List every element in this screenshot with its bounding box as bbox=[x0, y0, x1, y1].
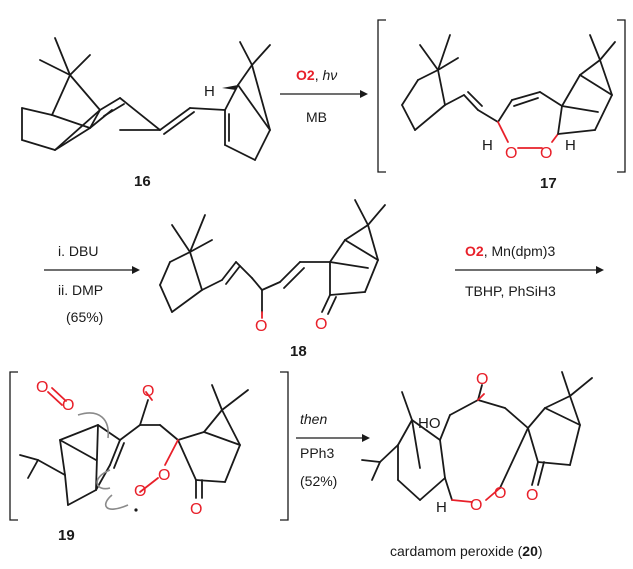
atom-H: H bbox=[482, 137, 493, 154]
arrowhead-3 bbox=[596, 266, 604, 274]
atom-H: H bbox=[436, 499, 447, 516]
sensitizer-label: MB bbox=[306, 109, 327, 125]
step4-then: then bbox=[300, 411, 327, 427]
atom-O: O bbox=[142, 383, 154, 400]
radical-dot bbox=[134, 508, 138, 512]
step2-line1: i. DBU bbox=[58, 243, 98, 259]
atom-O: O bbox=[158, 467, 170, 484]
compound-20-label: cardamom peroxide (20) bbox=[390, 543, 543, 559]
atom-O: O bbox=[315, 316, 327, 333]
compound-number-18: 18 bbox=[290, 343, 307, 360]
atom-O: O bbox=[470, 497, 482, 514]
arrowhead-1 bbox=[360, 90, 368, 98]
arrowhead-4 bbox=[362, 434, 370, 442]
compound-number-17: 17 bbox=[540, 175, 557, 192]
atom-O: O bbox=[190, 501, 202, 518]
compound-17-structure bbox=[401, 34, 616, 149]
step3-line1: O2, Mn(dpm)3 bbox=[465, 243, 555, 259]
atom-O: O bbox=[62, 397, 74, 414]
curly-arrow-2 bbox=[96, 469, 111, 490]
compound-20-structure bbox=[361, 371, 593, 503]
compound-number-19: 19 bbox=[58, 527, 75, 544]
curly-arrow-1 bbox=[77, 412, 109, 439]
bracket-right-19 bbox=[280, 371, 289, 521]
atom-O: O bbox=[36, 379, 48, 396]
bracket-right-17 bbox=[617, 19, 626, 173]
atom-O: O bbox=[476, 371, 488, 388]
bracket-left-19 bbox=[9, 371, 18, 521]
atom-O: O bbox=[255, 318, 267, 335]
compound-number-16: 16 bbox=[134, 173, 151, 190]
step3-line2: TBHP, PhSiH3 bbox=[465, 283, 556, 299]
curly-arrow-3 bbox=[104, 494, 129, 510]
step4-reagent: PPh3 bbox=[300, 445, 334, 461]
compound-18-structure bbox=[159, 199, 386, 319]
compound-19-structure bbox=[19, 384, 249, 506]
atom-O: O bbox=[505, 145, 517, 162]
atom-H: H bbox=[565, 137, 576, 154]
step2-line2: ii. DMP bbox=[58, 282, 103, 298]
bracket-left-17 bbox=[377, 19, 386, 173]
compound-16-structure bbox=[21, 37, 271, 161]
atom-HO: HO bbox=[418, 415, 441, 432]
atom-O: O bbox=[526, 487, 538, 504]
reagent-line-1: O2, hν bbox=[296, 67, 337, 83]
arrowhead-2 bbox=[132, 266, 140, 274]
atom-O: O bbox=[134, 483, 146, 500]
atom-O: O bbox=[494, 485, 506, 502]
step4-yield: (52%) bbox=[300, 473, 337, 489]
atom-H: H bbox=[204, 83, 215, 100]
step2-yield: (65%) bbox=[66, 309, 103, 325]
atom-O: O bbox=[540, 145, 552, 162]
